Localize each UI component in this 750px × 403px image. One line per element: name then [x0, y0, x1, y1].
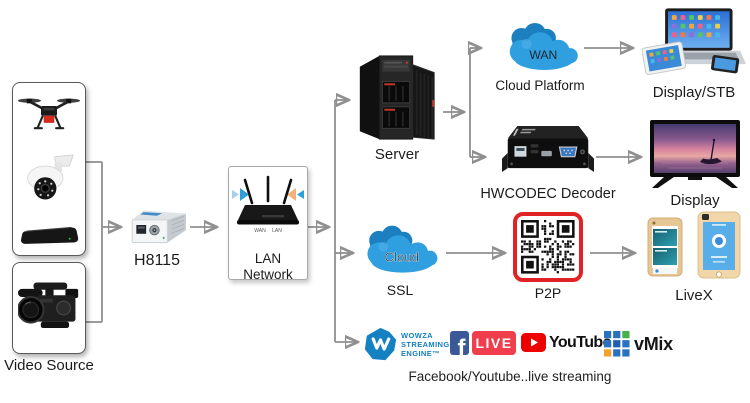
ssl-label: SSL	[386, 282, 414, 298]
cloud-icon: Cloud	[367, 225, 438, 273]
facebook-letter: f	[457, 335, 466, 355]
streaming-caption: Facebook/Youtube..live streaming	[408, 369, 612, 384]
laptop-devices-icon	[642, 8, 746, 76]
wowza-logo-icon	[364, 328, 397, 361]
wowza-line-2: STREAMING	[401, 340, 450, 349]
set-top-box-icon	[21, 226, 79, 244]
router-wan-port-label: WAN	[254, 228, 266, 234]
p2p-label: P2P	[534, 285, 562, 301]
vmix-wordmark: vMix	[634, 334, 673, 354]
tv-icon	[650, 120, 740, 188]
wan-cloud-text: WAN	[529, 48, 557, 62]
encoder-label: H8115	[134, 252, 180, 269]
cloud-platform-label: Cloud Platform	[495, 78, 585, 93]
vmix-grid-icon	[604, 331, 630, 357]
lan-network-label: LAN Network	[243, 251, 293, 282]
camcorder-box	[12, 262, 86, 354]
camcorder-icon	[18, 282, 79, 329]
ptz-camera-icon	[27, 154, 74, 200]
drone-icon	[17, 98, 81, 130]
server-tower-icon	[359, 55, 435, 140]
youtube-wordmark: YouTube	[549, 334, 611, 351]
ssl-cloud-text: Cloud	[385, 250, 419, 265]
display-stb-label: Display/STB	[652, 84, 736, 101]
decoder-device-icon	[502, 126, 594, 172]
decoder-label: HWCODEC Decoder	[480, 186, 616, 202]
wifi-arrows-icon	[232, 188, 304, 201]
p2p-qr-frame	[513, 212, 583, 282]
lan-network-box: WAN LAN LAN Network	[228, 166, 308, 282]
livex-label: LiveX	[675, 287, 713, 304]
qr-code-icon	[521, 220, 575, 274]
facebook-live-badge: LIVE	[472, 331, 516, 355]
encoder-device-icon	[131, 210, 186, 244]
video-source-box	[12, 82, 86, 256]
video-source-label: Video Source	[4, 357, 94, 374]
router-icon: WAN LAN	[232, 175, 304, 234]
server-label: Server	[374, 146, 420, 163]
router-lan-port-label: LAN	[272, 228, 282, 234]
display-label: Display	[670, 192, 720, 209]
cloud-icon: WAN	[509, 22, 578, 70]
live-label: LIVE	[475, 335, 513, 351]
youtube-play-icon	[521, 333, 546, 352]
wowza-line-1: WOWZA	[401, 331, 433, 340]
wowza-wordmark: WOWZA STREAMING ENGINE™	[401, 331, 453, 358]
wowza-line-3: ENGINE™	[401, 349, 441, 358]
smartphones-icon	[647, 211, 741, 279]
facebook-icon: f	[450, 331, 469, 355]
connector-source-junction	[84, 161, 103, 323]
